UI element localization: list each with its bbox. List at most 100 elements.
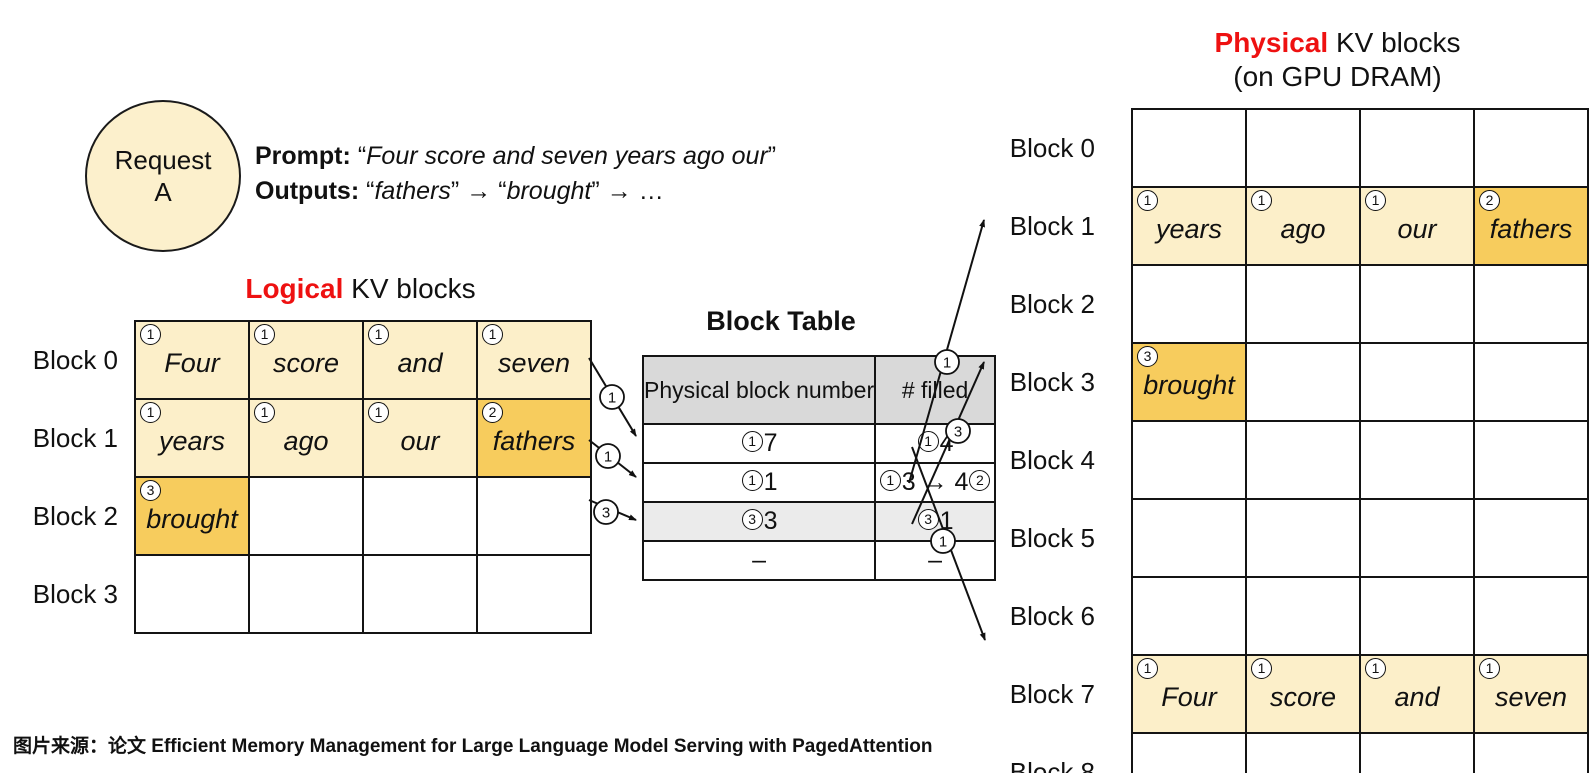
kv-cell — [1359, 732, 1475, 773]
kv-token: Four — [1161, 681, 1217, 712]
outputs-ellipsis: … — [638, 177, 664, 205]
kv-cell — [1359, 342, 1475, 422]
circled-number: 1 — [879, 470, 901, 491]
kv-row: Block 6 — [985, 576, 1589, 656]
outputs-token-1: fathers — [374, 177, 451, 205]
kv-cell — [1131, 264, 1247, 344]
row-label: Block 6 — [1009, 600, 1095, 631]
block-table-value: – — [752, 546, 766, 574]
right-arrow-glyph: → — [606, 177, 632, 205]
arrow-badge: 3 — [593, 499, 619, 525]
svg-text:1: 1 — [608, 389, 616, 406]
block-table-title: Block Table — [706, 306, 856, 336]
outputs-token-2: brought — [506, 177, 592, 205]
kv-cell — [1359, 576, 1475, 656]
block-table-value: 1 — [939, 507, 954, 535]
kv-token: seven — [497, 347, 571, 378]
logical-title-emphasis: Logical — [245, 273, 344, 304]
kv-cell — [1359, 108, 1475, 188]
circled-number: 3 — [1137, 346, 1158, 367]
row-label: Block 2 — [1009, 288, 1095, 319]
circled-number: 3 — [140, 480, 161, 501]
request-label-line2: A — [154, 177, 172, 207]
row-label: Block 0 — [1009, 132, 1095, 163]
kv-cell — [1473, 264, 1589, 344]
circled-number: 1 — [1479, 658, 1500, 679]
kv-cell — [1131, 498, 1247, 578]
row-label: Block 3 — [32, 578, 118, 609]
circled-number: 1 — [254, 402, 275, 423]
arrow-logical0-to-table — [588, 357, 637, 437]
kv-cell — [1473, 108, 1589, 188]
kv-cell — [362, 476, 478, 556]
kv-cell — [1245, 732, 1361, 773]
circled-number: 2 — [1479, 190, 1500, 211]
row-label: Block 7 — [1009, 678, 1095, 709]
kv-row: Block 0 — [985, 108, 1589, 188]
kv-cell — [1359, 420, 1475, 500]
kv-token: ago — [1280, 213, 1326, 244]
circled-number: 3 — [917, 509, 939, 530]
kv-token: years — [158, 425, 226, 456]
circled-number: 1 — [482, 324, 503, 345]
row-label: Block 8 — [1009, 756, 1095, 773]
row-label: Block 1 — [32, 422, 118, 453]
kv-row: Block 3 — [25, 554, 592, 634]
kv-cell — [1245, 108, 1361, 188]
kv-cell — [1359, 264, 1475, 344]
kv-cell — [1245, 576, 1361, 656]
row-label: Block 0 — [32, 344, 118, 375]
request-a-node: Request A — [85, 100, 241, 252]
kv-row: Block 8 — [985, 732, 1589, 773]
block-table-header-row: Physical block number # filled — [641, 355, 997, 425]
arrow-badge: 1 — [595, 443, 621, 469]
image-source-caption: 图片来源：论文 Efficient Memory Management for … — [13, 736, 933, 757]
circled-number: 1 — [140, 402, 161, 423]
physical-title-emphasis: Physical — [1214, 27, 1329, 58]
outputs-quote: ” — [591, 177, 600, 205]
kv-cell — [1473, 498, 1589, 578]
prompt-label: Prompt: — [255, 142, 351, 170]
kv-cell — [1131, 108, 1247, 188]
circled-number: 1 — [741, 470, 763, 491]
physical-title-line1: Physical KV blocks — [1110, 26, 1565, 60]
outputs-line: Outputs:“fathers”→“brought”→… — [255, 174, 776, 209]
row-label: Block 4 — [1009, 444, 1095, 475]
kv-token: fathers — [1489, 213, 1573, 244]
kv-row: Block 4 — [985, 420, 1589, 500]
outputs-label: Outputs: — [255, 177, 360, 205]
prompt-close-quote: ” — [767, 142, 777, 170]
kv-token: score — [272, 347, 340, 378]
col-header-physical-block-number: Physical block number — [641, 355, 877, 425]
logical-kv-title: Logical KV blocks — [133, 272, 588, 306]
circled-number: 1 — [368, 402, 389, 423]
kv-cell — [476, 476, 592, 556]
kv-row: Block 2 — [985, 264, 1589, 344]
outputs-quote: ” — [450, 177, 460, 205]
prompt-line: Prompt:“Four score and seven years ago o… — [255, 139, 776, 174]
kv-cell — [1359, 498, 1475, 578]
